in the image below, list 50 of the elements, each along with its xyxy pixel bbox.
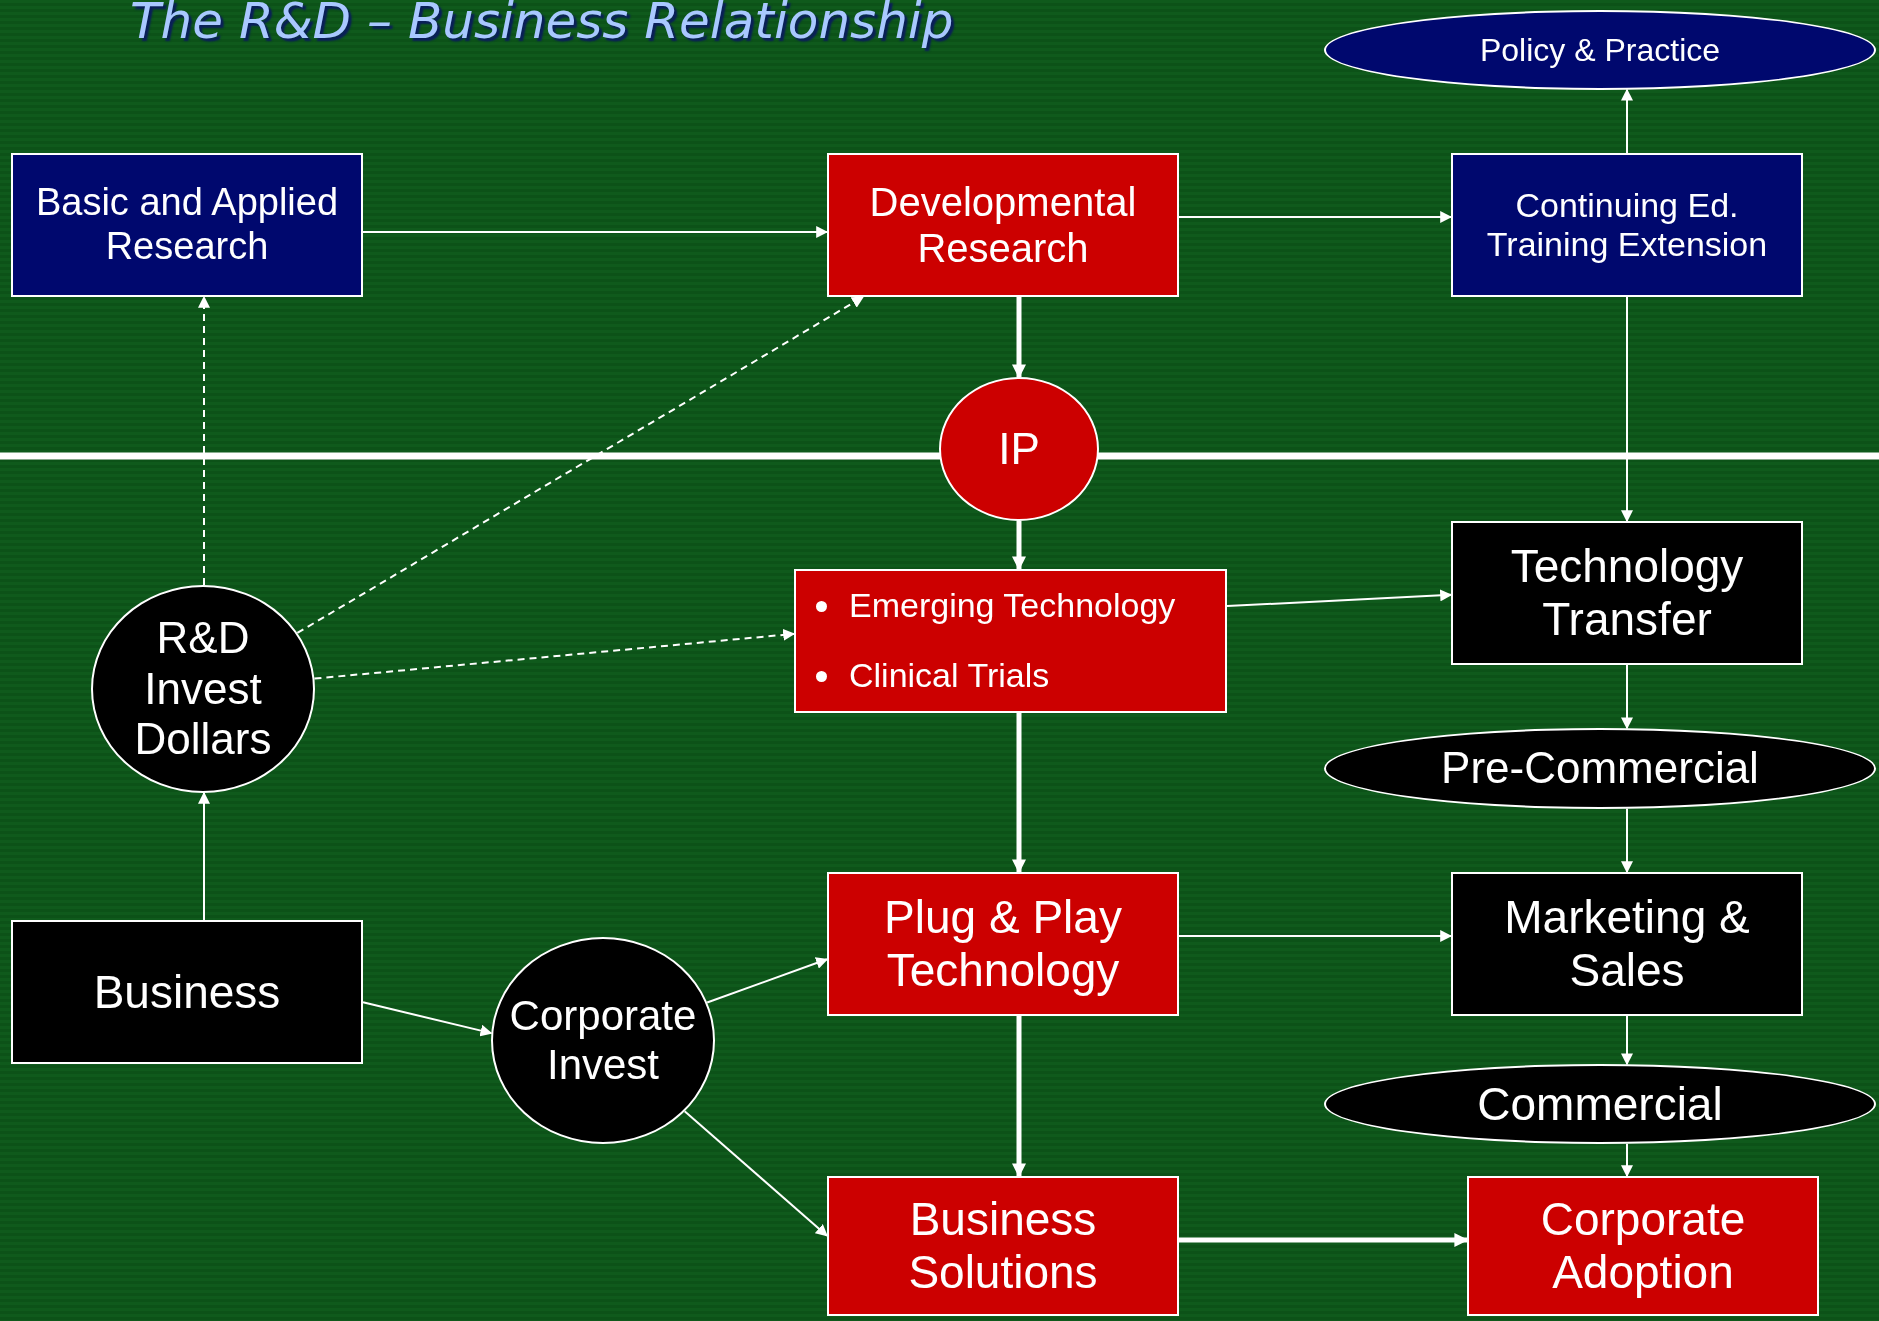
arrow bbox=[1621, 296, 1633, 523]
process-box bbox=[11, 920, 363, 1064]
node-label: Business Solutions bbox=[907, 1193, 1099, 1299]
process-box bbox=[827, 1176, 1179, 1316]
arrow bbox=[1012, 713, 1026, 874]
arrow bbox=[706, 957, 829, 1004]
arrow bbox=[1179, 1233, 1469, 1247]
arrow bbox=[362, 1001, 493, 1037]
node-label: Marketing & Sales bbox=[1503, 891, 1751, 997]
node-label: Emerging Technology bbox=[849, 586, 1176, 626]
arrow bbox=[1012, 1016, 1026, 1178]
arrow bbox=[1621, 1142, 1633, 1178]
node-label: Corporate Adoption bbox=[1539, 1193, 1747, 1299]
node-label: Clinical Trials bbox=[849, 656, 1050, 696]
arrow bbox=[198, 791, 210, 921]
arrow bbox=[296, 296, 864, 634]
arrow bbox=[362, 226, 829, 238]
node-label: Developmental Research bbox=[868, 179, 1138, 271]
arrow bbox=[1178, 211, 1453, 223]
diagram-title: The R&D – Business Relationship bbox=[130, 0, 954, 50]
process-box bbox=[1451, 521, 1803, 665]
process-box bbox=[1451, 872, 1803, 1016]
node-label: R&D Invest Dollars bbox=[133, 613, 273, 765]
node-label: Plug & Play Technology bbox=[883, 891, 1123, 997]
arrow bbox=[683, 1110, 828, 1237]
list-box bbox=[794, 569, 1227, 713]
process-box bbox=[827, 153, 1179, 297]
arrow bbox=[1226, 589, 1453, 608]
arrow bbox=[1621, 1015, 1633, 1066]
node-label: Commercial bbox=[1477, 1077, 1723, 1131]
arrow bbox=[198, 295, 210, 586]
process-box bbox=[11, 153, 363, 297]
arrow bbox=[1621, 664, 1633, 730]
node-label: Pre-Commercial bbox=[1441, 743, 1759, 794]
process-box bbox=[1467, 1176, 1819, 1316]
process-box bbox=[827, 872, 1179, 1016]
node-label: IP bbox=[998, 423, 1040, 475]
node-label: Basic and Applied Research bbox=[34, 181, 340, 269]
arrow bbox=[313, 628, 796, 680]
node-label: Continuing Ed. Training Extension bbox=[1485, 185, 1769, 265]
node-label: Policy & Practice bbox=[1479, 31, 1721, 69]
arrow bbox=[1621, 88, 1633, 154]
arrow bbox=[1621, 807, 1633, 874]
node-label: Business bbox=[93, 965, 281, 1019]
node-label: Technology Transfer bbox=[1509, 540, 1745, 646]
arrow bbox=[1012, 521, 1026, 571]
arrow bbox=[1012, 297, 1026, 379]
arrow bbox=[1178, 930, 1453, 942]
process-box bbox=[1451, 153, 1803, 297]
node-label: Corporate Invest bbox=[508, 992, 698, 1089]
